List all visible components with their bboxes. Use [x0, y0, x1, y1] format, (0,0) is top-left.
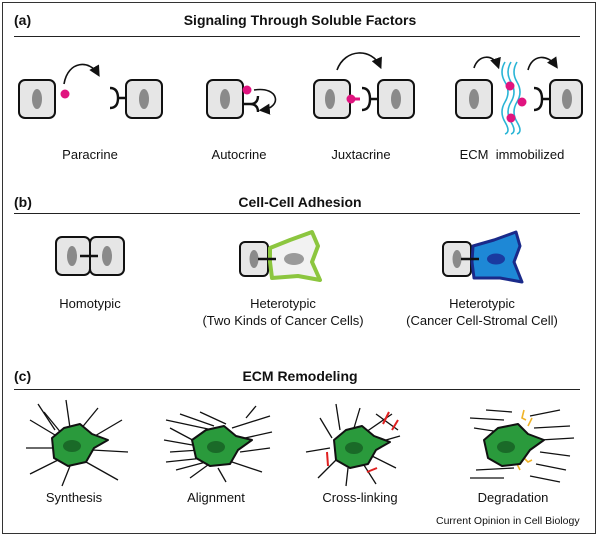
label-autocrine: Autocrine — [211, 147, 267, 162]
nucleus-icon — [452, 250, 462, 268]
nucleus-icon — [207, 441, 225, 453]
label-paracrine: Paracrine — [62, 147, 118, 162]
label-homotypic: Homotypic — [59, 296, 121, 311]
receptor-icon — [243, 95, 260, 113]
nucleus-icon — [67, 246, 77, 266]
label-degradation: Degradation — [477, 490, 549, 505]
arrow-icon — [473, 56, 501, 70]
autocrine-diagram — [206, 79, 277, 119]
ecm-fiber-icon — [469, 409, 575, 483]
nucleus-icon — [325, 89, 335, 109]
section-a-letter: (a) — [14, 12, 32, 28]
heterotypic-cancer-diagram — [239, 230, 322, 282]
nucleus-icon — [139, 89, 149, 109]
label-alignment: Alignment — [187, 490, 245, 505]
nucleus-icon — [63, 440, 81, 452]
arrow-icon — [336, 52, 382, 71]
section-c-title: ECM Remodeling — [242, 368, 358, 384]
credit-text: Current Opinion in Cell Biology — [436, 515, 580, 527]
paracrine-diagram — [18, 63, 163, 119]
ligand-icon — [517, 97, 527, 107]
label-heterotypic-2-sub: (Cancer Cell-Stromal Cell) — [406, 313, 558, 328]
synthesis-diagram — [26, 399, 129, 487]
receptor-icon — [109, 86, 126, 110]
crosslink-icon — [326, 411, 399, 473]
ligand-icon — [60, 89, 70, 99]
ecm-fiber-icon — [501, 61, 521, 135]
nucleus-icon — [487, 253, 505, 265]
nucleus-icon — [284, 253, 304, 265]
nucleus-icon — [497, 441, 515, 453]
section-b-rule — [14, 213, 580, 214]
label-cross-linking: Cross-linking — [322, 490, 398, 505]
section-c-rule — [14, 389, 580, 390]
receptor-icon — [361, 86, 378, 112]
homotypic-diagram — [55, 236, 125, 276]
nucleus-icon — [469, 89, 479, 109]
nucleus-icon — [102, 246, 112, 266]
heterotypic-stromal-diagram — [442, 230, 524, 284]
section-a-title: Signaling Through Soluble Factors — [183, 12, 417, 28]
label-heterotypic-1-sub: (Two Kinds of Cancer Cells) — [202, 313, 364, 328]
nucleus-icon — [345, 442, 363, 454]
arrow-icon — [63, 63, 100, 85]
label-juxtacrine: Juxtacrine — [331, 147, 391, 162]
nucleus-icon — [249, 250, 259, 268]
section-b-letter: (b) — [14, 194, 32, 210]
figure-border — [2, 2, 596, 534]
receptor-icon — [533, 86, 550, 112]
ligand-icon — [346, 94, 356, 104]
ecm-immobilized-diagram — [455, 56, 583, 135]
arrow-icon — [253, 88, 277, 115]
arrow-icon — [527, 56, 558, 71]
label-ecm-immobilized: ECM immobilized — [459, 147, 565, 162]
label-synthesis: Synthesis — [45, 490, 103, 505]
ligand-icon — [506, 113, 516, 123]
juxtacrine-diagram — [313, 52, 415, 119]
nucleus-icon — [220, 89, 230, 109]
section-c-letter: (c) — [14, 368, 32, 384]
degradation-diagram — [469, 409, 575, 483]
nucleus-icon — [32, 89, 42, 109]
section-a-rule — [14, 36, 580, 37]
section-b-title: Cell-Cell Adhesion — [238, 194, 362, 210]
cross-linking-diagram — [305, 403, 401, 487]
nucleus-icon — [562, 89, 572, 109]
ligand-icon — [242, 85, 252, 95]
alignment-diagram — [163, 405, 273, 483]
label-heterotypic-1: Heterotypic — [250, 296, 316, 311]
ligand-icon — [505, 81, 515, 91]
nucleus-icon — [391, 89, 401, 109]
label-heterotypic-2: Heterotypic — [449, 296, 515, 311]
